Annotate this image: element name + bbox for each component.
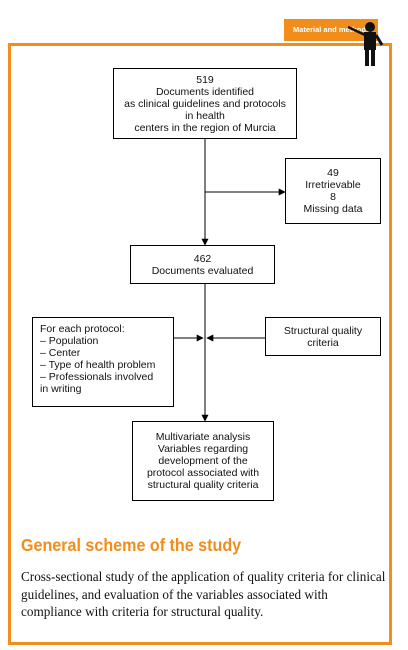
box-documents-identified: 519 Documents identified as clinical gui…	[113, 68, 297, 139]
box-excluded: 49 Irretrievable 8 Missing data	[285, 158, 381, 224]
box-structural-criteria: Structural quality criteria	[265, 317, 381, 356]
box-multivariate-analysis: Multivariate analysis Variables regardin…	[132, 421, 274, 501]
box-protocol-variables: For each protocol: – Population – Center…	[32, 317, 174, 407]
box-documents-evaluated: 462 Documents evaluated	[130, 245, 275, 284]
figure-title: General scheme of the study	[21, 535, 242, 555]
presenter-figure-icon	[347, 22, 384, 66]
section-tag: Material and methods	[284, 19, 378, 41]
figure-caption: Cross-sectional study of the application…	[21, 569, 386, 619]
